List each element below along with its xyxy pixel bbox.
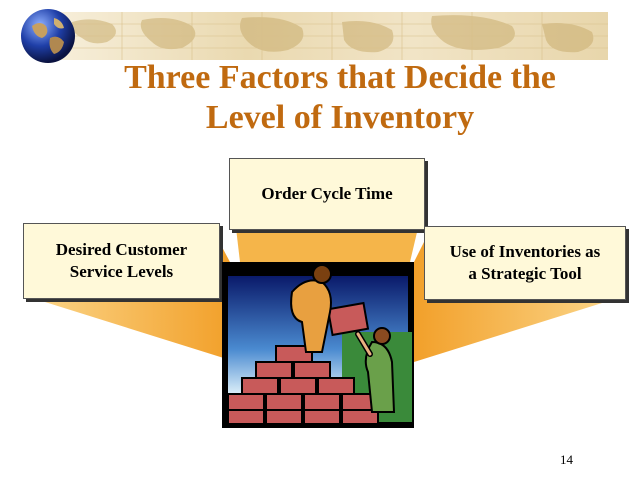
page-number: 14 bbox=[560, 452, 573, 467]
title-line-1: Three Factors that Decide the bbox=[124, 59, 556, 96]
factor-left-line-1: Desired Customer bbox=[55, 240, 188, 259]
factor-strategic-tool: Use of Inventories as a Strategic Tool bbox=[424, 226, 626, 300]
factor-customer-service-levels: Desired Customer Service Levels bbox=[23, 223, 220, 299]
title-line-2: Level of Inventory bbox=[205, 99, 475, 136]
factor-top-label: Order Cycle Time bbox=[261, 184, 393, 203]
globe-icon bbox=[21, 9, 75, 63]
factor-order-cycle-time: Order Cycle Time bbox=[229, 158, 425, 230]
factor-right-line-1: Use of Inventories as bbox=[449, 242, 601, 261]
factor-right-line-2: a Strategic Tool bbox=[468, 264, 582, 283]
factor-left-line-2: Service Levels bbox=[69, 262, 174, 281]
world-map-banner bbox=[52, 12, 608, 60]
slide-title: Three Factors that Decide the Level of I… bbox=[60, 58, 620, 138]
people-stacking-bricks-clipart bbox=[222, 262, 414, 428]
